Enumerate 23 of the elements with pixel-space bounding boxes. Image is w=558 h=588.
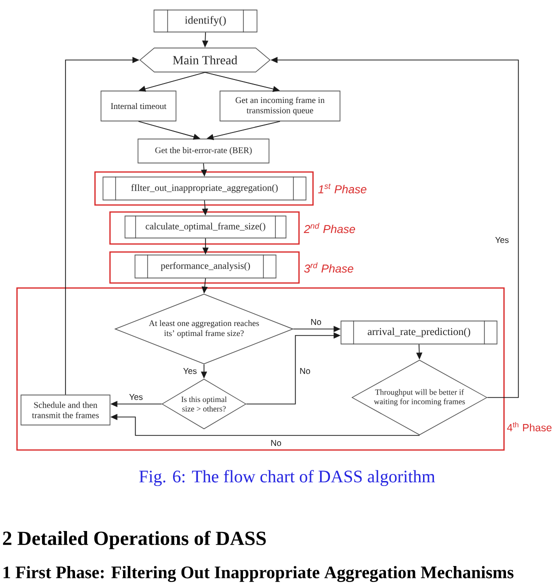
edge-label: No — [298, 367, 312, 375]
hexagon: Main Thread — [139, 48, 271, 72]
phase-label: 2$^{nd}$ Phase — [304, 222, 356, 234]
process-box: Schedule and then transmit the frames — [20, 394, 110, 426]
process-box: calculate_optimal_frame_size() — [124, 215, 286, 239]
phase-label: 3$^{rd}$ Phase — [304, 262, 354, 273]
edge-label: Yes — [494, 236, 510, 244]
process-box: Get an incoming frame in transmission queue — [220, 90, 340, 122]
process-box: performance_analysis() — [134, 254, 276, 279]
process-box: fIlter_out_inappropriate_aggregation() — [102, 176, 306, 201]
process-box: arrival_rate_prediction() — [340, 320, 498, 345]
process-box: Internal timeout — [100, 90, 176, 122]
edge-label: No — [270, 439, 282, 447]
phase-label: 4$^{th}$ Phase — [507, 422, 552, 432]
subsection-heading: 1 First Phase: Filtering Out Inappropriate Aggregation Mechanisms — [4, 566, 514, 582]
edge-label: No — [310, 318, 322, 326]
section-heading: 2 Detailed Operations of DASS — [3, 530, 266, 550]
process-box: identify() — [154, 9, 258, 33]
process-box: Get the bit-error-rate (BER) — [138, 138, 270, 164]
phase-label: 1$^{st}$ Phase — [318, 184, 366, 194]
edge-label: Yes — [182, 367, 198, 375]
edge-label: Yes — [128, 393, 144, 401]
figure-caption: Fig. 6: The flow chart of DASS algorithm — [139, 470, 435, 486]
